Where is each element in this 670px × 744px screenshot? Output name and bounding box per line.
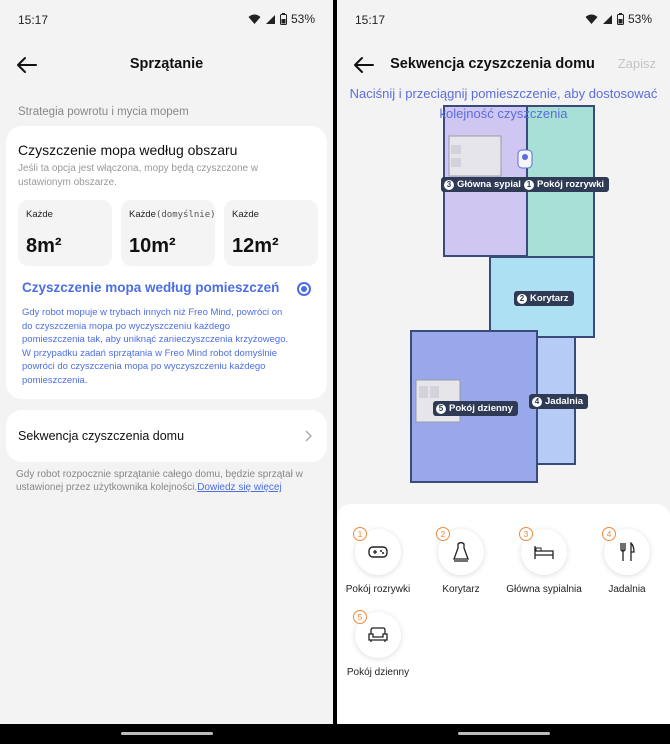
top-bar: Sprzątanie — [0, 44, 333, 84]
area-tile-label: Każde — [129, 209, 156, 220]
learn-more-link[interactable]: Dowiedz się więcej — [197, 482, 282, 493]
home-indicator[interactable] — [120, 732, 213, 735]
sequence-item-name: Główna sypialnia — [506, 584, 582, 595]
top-bar: Sekwencja czyszczenia domu Zapisz — [337, 44, 670, 84]
room-option-title[interactable]: Czyszczenie mopa według pomieszczeń — [22, 280, 280, 295]
area-tile-label: Każde — [26, 209, 53, 220]
area-option-description: Jeśli ta opcja jest włączona, mopy będą … — [18, 163, 259, 188]
battery-icon — [279, 13, 287, 25]
area-tile-value: 8m² — [26, 235, 62, 257]
floor-map[interactable] — [337, 100, 670, 500]
battery-level: 53% — [627, 12, 652, 26]
area-tile-12[interactable]: Każde 12m² — [224, 200, 318, 266]
sequence-row-label: Sekwencja czyszczenia domu — [18, 429, 185, 443]
bed-icon — [534, 546, 554, 559]
gamepad-icon — [368, 546, 388, 558]
order-badge: 3 — [519, 527, 533, 541]
battery-icon — [616, 13, 624, 25]
sequence-item-dining[interactable]: 4 Jadalnia — [585, 504, 669, 595]
sequence-item-bedroom[interactable]: 3 Główna sypialnia — [502, 504, 586, 595]
area-tile-value: 12m² — [232, 235, 279, 257]
sequence-item-entertainment[interactable]: 1 Pokój rozrywki — [337, 504, 420, 595]
signal-icon — [602, 14, 612, 24]
status-time: 15:17 — [355, 13, 386, 27]
sequence-item-name: Jadalnia — [608, 584, 646, 595]
home-indicator[interactable] — [457, 732, 550, 735]
area-tile-default-note: (domyślnie) — [155, 210, 216, 220]
back-arrow-icon[interactable] — [14, 52, 40, 78]
status-bar: 15:17 53% — [0, 0, 333, 40]
sequence-item-name: Pokój dzienny — [346, 667, 410, 678]
footnote: Gdy robot rozpocznie sprzątanie całego d… — [16, 468, 312, 494]
area-tile-8[interactable]: Każde 8m² — [18, 200, 112, 266]
page-title: Sprzątanie — [129, 56, 204, 72]
right-screen: 15:17 53% Sekwencja czyszczenia domu Zap… — [337, 0, 670, 744]
page-title: Sekwencja czyszczenia domu — [390, 56, 595, 72]
wifi-icon — [248, 14, 261, 24]
left-screen: 15:17 53% Sprzątanie Strategia powrotu i… — [0, 0, 333, 744]
status-bar: 15:17 53% — [337, 0, 670, 40]
order-badge: 5 — [353, 610, 367, 624]
sequence-item-living[interactable]: 5 Pokój dzienny — [337, 587, 420, 678]
sequence-sheet: 1 Pokój rozrywki 2 Korytarz 3 Główna syp… — [337, 504, 670, 724]
gesture-bar — [337, 724, 670, 744]
area-tile-label: Każde — [232, 209, 259, 220]
bed-furniture — [448, 135, 502, 177]
sequence-row[interactable]: Sekwencja czyszczenia domu — [6, 410, 327, 462]
save-button[interactable]: Zapisz — [617, 56, 656, 71]
wifi-icon — [585, 14, 598, 24]
sequence-item-name: Korytarz — [442, 584, 480, 595]
coat-rack-icon — [453, 542, 469, 562]
order-badge: 2 — [436, 527, 450, 541]
section-label: Strategia powrotu i mycia mopem — [18, 106, 189, 118]
sequence-item-name: Pokój rozrywki — [345, 584, 411, 595]
area-tile-10[interactable]: Każde(domyślnie) 10m² — [121, 200, 216, 266]
mop-strategy-card: Czyszczenie mopa według obszaru Jeśli ta… — [6, 126, 327, 399]
order-badge: 1 — [353, 527, 367, 541]
battery-level: 53% — [290, 12, 315, 26]
sofa-icon — [368, 627, 388, 642]
signal-icon — [265, 14, 275, 24]
room-option-radio[interactable] — [297, 282, 311, 296]
sequence-item-corridor[interactable]: 2 Korytarz — [419, 504, 503, 595]
robot-icon — [517, 149, 533, 169]
drag-hint: Naciśnij i przeciągnij pomieszczenie, ab… — [349, 86, 658, 121]
status-time: 15:17 — [18, 13, 49, 27]
footnote-text: Gdy robot rozpocznie sprzątanie całego d… — [16, 469, 303, 493]
area-option-title[interactable]: Czyszczenie mopa według obszaru — [18, 142, 238, 158]
back-arrow-icon[interactable] — [351, 52, 377, 78]
order-badge: 4 — [602, 527, 616, 541]
chevron-right-icon — [305, 430, 312, 442]
room-option-description: Gdy robot mopuje w trybach innych niż Fr… — [22, 307, 289, 386]
area-tile-value: 10m² — [129, 235, 176, 257]
gesture-bar — [0, 724, 333, 744]
fork-knife-icon — [620, 542, 635, 561]
